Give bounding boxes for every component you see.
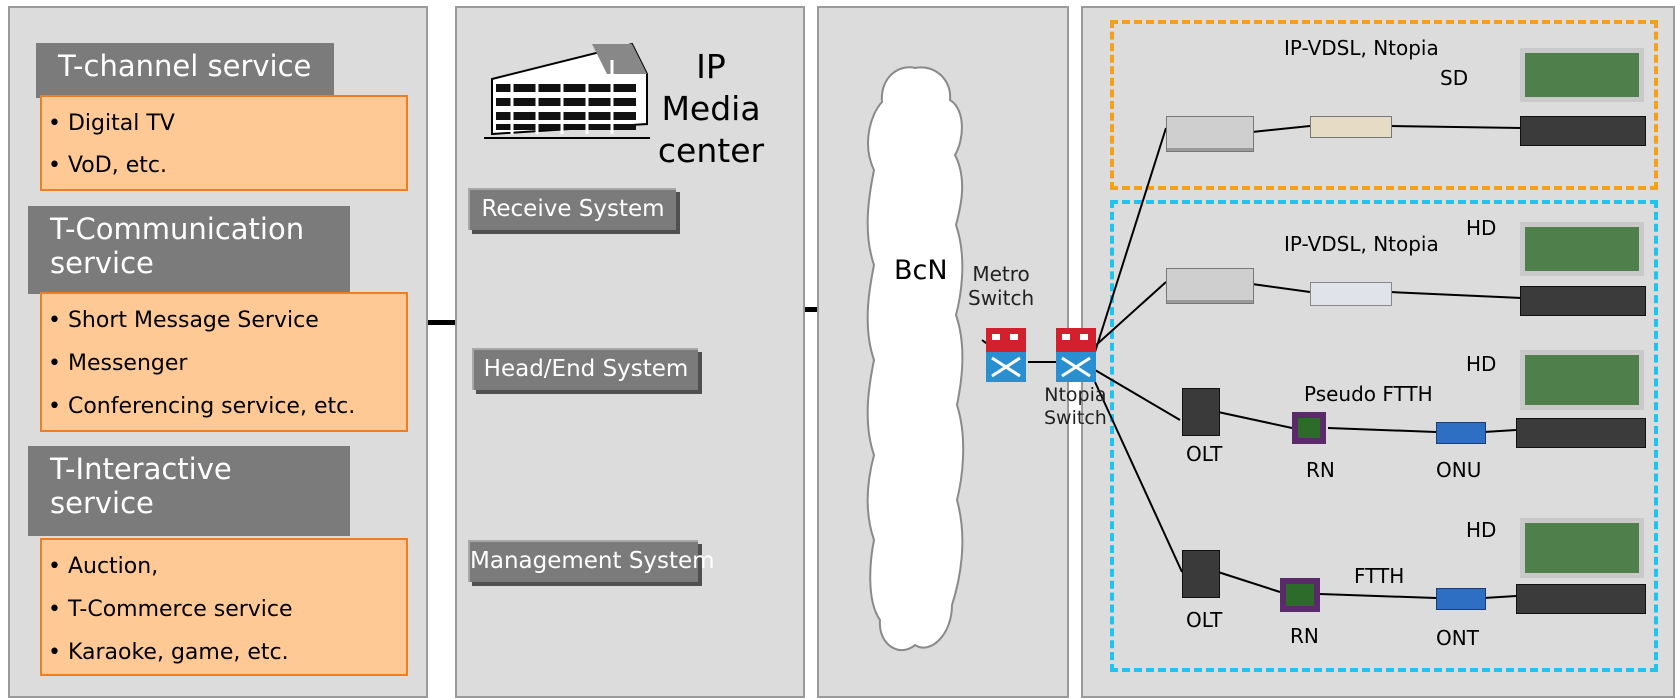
media-center-title-line1: IP Media xyxy=(661,47,761,128)
olt-label: OLT xyxy=(1186,442,1223,466)
t-interactive-title-line1: T-Interactive xyxy=(50,452,232,486)
bcn-label: BcN xyxy=(894,255,948,286)
metro-switch-icon xyxy=(986,328,1026,382)
pseudo-ftth-label: Pseudo FTTH xyxy=(1304,382,1433,406)
tv-icon xyxy=(1520,222,1644,276)
ftth-label: FTTH xyxy=(1354,564,1405,588)
t-communication-box: • Short Message Service • Messenger • Co… xyxy=(40,292,408,432)
t-channel-header: T-channel service xyxy=(36,43,334,98)
ntopia-switch-label-line2: Switch xyxy=(1044,407,1107,429)
service-item: • T-Commerce service xyxy=(48,597,293,622)
modem-icon xyxy=(1310,116,1392,138)
rn-icon xyxy=(1280,578,1320,612)
rn-label: RN xyxy=(1290,624,1319,648)
tv-icon xyxy=(1520,48,1644,102)
management-system-box: Management System xyxy=(468,540,715,582)
set-top-box-icon xyxy=(1516,584,1646,614)
onu-label: ONU xyxy=(1436,458,1482,482)
ont-label: ONT xyxy=(1436,626,1479,650)
t-communication-title-line2: service xyxy=(50,246,154,280)
sd-group-label: IP-VDSL, Ntopia xyxy=(1284,36,1439,60)
set-top-box-icon xyxy=(1520,286,1646,316)
t-interactive-box: • Auction, • T-Commerce service • Karaok… xyxy=(40,538,408,676)
t-communication-header: T-Communication service xyxy=(28,206,350,294)
t-channel-box: • Digital TV • VoD, etc. xyxy=(40,95,408,191)
metro-switch-label: Metro Switch xyxy=(968,262,1034,310)
ntopia-switch-icon xyxy=(1056,328,1096,382)
set-top-box-icon xyxy=(1516,418,1646,448)
service-item: • Short Message Service xyxy=(48,308,319,333)
hd-group-border xyxy=(1110,200,1658,672)
metro-switch-label-line2: Switch xyxy=(968,286,1035,310)
hd-vdsl-label: IP-VDSL, Ntopia xyxy=(1284,232,1439,256)
ntopia-switch-label: Ntopia Switch xyxy=(1044,384,1107,430)
metro-switch-label-line1: Metro xyxy=(972,262,1030,286)
connector-bar xyxy=(804,307,818,312)
dslam-icon xyxy=(1166,268,1254,304)
dslam-icon xyxy=(1166,116,1254,152)
media-center-title: IP Media center xyxy=(646,46,776,172)
media-center-title-line2: center xyxy=(657,131,765,170)
ont-icon xyxy=(1436,588,1486,610)
service-item: • VoD, etc. xyxy=(48,153,167,178)
rn-label: RN xyxy=(1306,458,1335,482)
olt-label: OLT xyxy=(1186,608,1223,632)
service-item: • Auction, xyxy=(48,554,159,579)
building-icon xyxy=(484,42,650,139)
hd-quality-label: HD xyxy=(1466,518,1497,542)
olt-icon xyxy=(1182,550,1220,598)
set-top-box-icon xyxy=(1520,116,1646,146)
connector-bar xyxy=(428,320,456,325)
tv-icon xyxy=(1520,350,1644,410)
t-channel-title: T-channel service xyxy=(58,49,312,83)
t-interactive-header: T-Interactive service xyxy=(28,446,350,536)
tv-icon xyxy=(1520,518,1644,578)
service-item: • Digital TV xyxy=(48,111,175,136)
modem-icon xyxy=(1310,282,1392,306)
service-item: • Conferencing service, etc. xyxy=(48,394,356,419)
t-interactive-title-line2: service xyxy=(50,486,154,520)
hd-quality-label: HD xyxy=(1466,216,1497,240)
receive-system-box: Receive System xyxy=(468,188,676,230)
rn-icon xyxy=(1292,412,1326,444)
service-item: • Messenger xyxy=(48,351,188,376)
ntopia-switch-label-line1: Ntopia xyxy=(1044,384,1107,406)
bcn-cloud xyxy=(866,66,965,651)
onu-icon xyxy=(1436,422,1486,444)
olt-icon xyxy=(1182,388,1220,436)
sd-quality-label: SD xyxy=(1440,66,1469,90)
head-end-system-box: Head/End System xyxy=(472,348,698,390)
hd-quality-label: HD xyxy=(1466,352,1497,376)
sd-group-border xyxy=(1110,20,1658,190)
service-item: • Karaoke, game, etc. xyxy=(48,640,289,665)
t-communication-title-line1: T-Communication xyxy=(50,212,305,246)
